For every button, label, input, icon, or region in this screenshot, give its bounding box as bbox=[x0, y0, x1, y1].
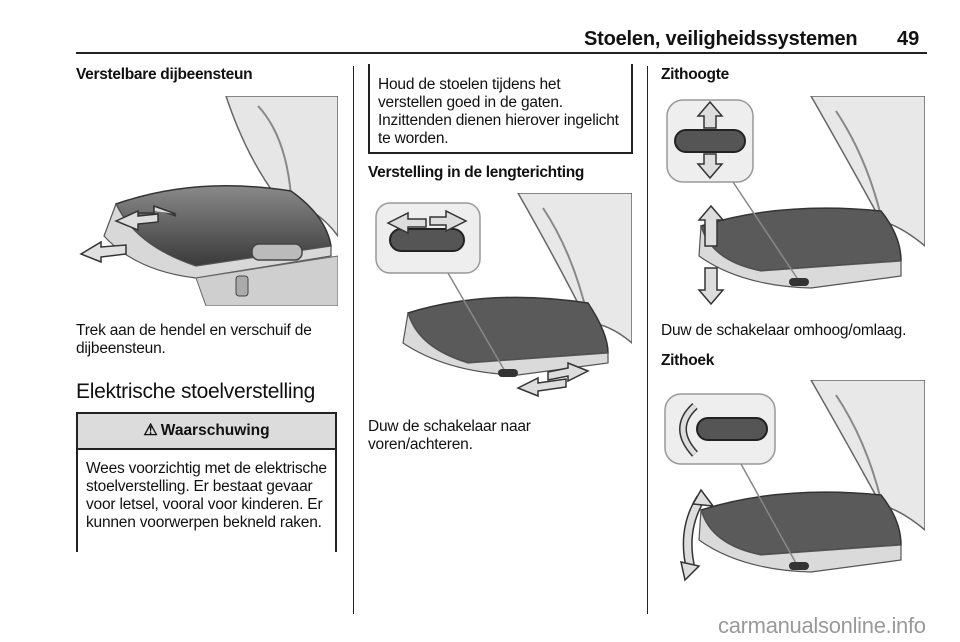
warning-title: Waarschuwing bbox=[160, 422, 270, 439]
header-rule bbox=[76, 52, 927, 54]
seat-height-heading: Zithoogte bbox=[661, 66, 729, 83]
seat-height-illustration bbox=[661, 96, 925, 308]
longitudinal-heading: Verstelling in de lengterichting bbox=[368, 164, 585, 181]
column-divider-left bbox=[353, 66, 354, 614]
warning-triangle-icon: ⚠ bbox=[143, 422, 158, 439]
watermark: carmanualsonline.info bbox=[718, 613, 926, 638]
note-box: Houd de stoelen tijdens het verstellen g… bbox=[368, 64, 633, 154]
column-divider-right bbox=[647, 66, 648, 614]
warning-box: ⚠ Waarschuwing Wees voorzichtig met de e… bbox=[76, 412, 337, 552]
thigh-support-illustration bbox=[76, 96, 338, 306]
seat-height-caption: Duw de schakelaar omhoog/omlaag. bbox=[661, 322, 907, 339]
longitudinal-caption: Duw de schakelaar naar voren/achteren. bbox=[368, 418, 531, 453]
thigh-support-caption: Trek aan de hendel en verschuif de dijbe… bbox=[76, 322, 312, 357]
section-title-electric-seat: Elektrische stoelverstelling bbox=[76, 380, 316, 403]
thigh-support-heading: Verstelbare dijbeensteun bbox=[76, 66, 253, 83]
warning-text: Wees voorzichtig met de elektrische stoe… bbox=[86, 460, 327, 531]
page-number: 49 bbox=[897, 28, 920, 50]
warning-header: ⚠ Waarschuwing bbox=[78, 412, 335, 450]
seat-tilt-heading: Zithoek bbox=[661, 352, 715, 369]
seat-tilt-illustration bbox=[661, 380, 925, 592]
longitudinal-illustration bbox=[368, 193, 632, 403]
page-header-title: Stoelen, veiligheidssystemen bbox=[584, 28, 858, 50]
